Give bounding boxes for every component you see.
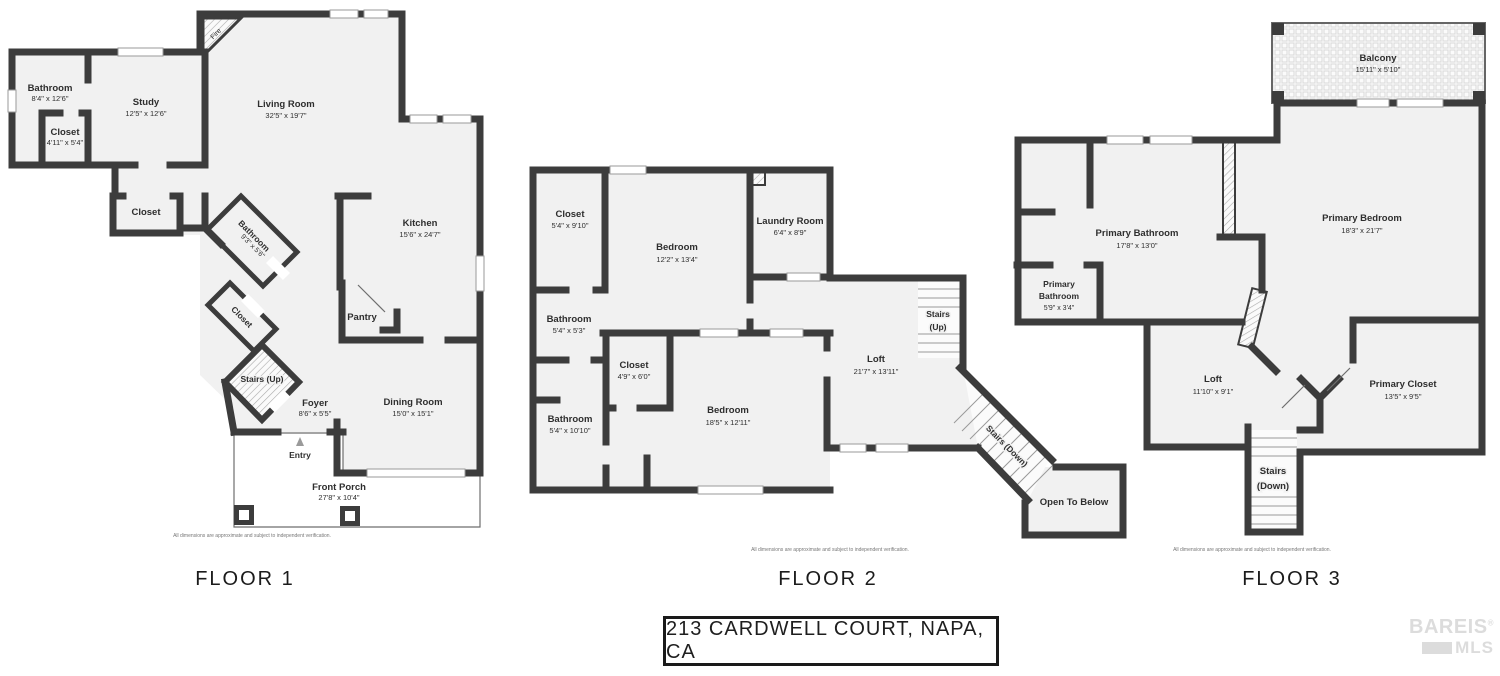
room-label: Bedroom	[656, 242, 698, 253]
stairs-up-area	[220, 340, 304, 425]
room-dims: 4'9" x 6'0"	[618, 372, 651, 381]
stairs-down-label: (Down)	[1257, 481, 1289, 492]
logo-name: BAREIS	[1409, 616, 1488, 638]
room-label: Bathroom	[547, 314, 592, 325]
stairs-up-label: Stairs (Up)	[241, 374, 284, 384]
chimney-flue	[1222, 141, 1236, 238]
room-dims: 15'6" x 24'7"	[399, 230, 440, 239]
room-dims: 11'10" x 9'1"	[1193, 387, 1234, 396]
room-label: Primary Bathroom	[1096, 228, 1179, 239]
floor1-caption: FLOOR 1	[195, 568, 295, 590]
room-label: Bathroom	[28, 83, 73, 94]
room-label: Loft	[1204, 374, 1223, 385]
room-label: Foyer	[302, 398, 328, 409]
room-dims: 17'8" x 13'0"	[1116, 241, 1157, 250]
room-dims: 32'5" x 19'7"	[265, 111, 306, 120]
room-label: Living Room	[257, 99, 315, 110]
floor2-caption: FLOOR 2	[778, 568, 878, 590]
balcony-post	[1473, 23, 1485, 35]
floor2-plan: Closet 5'4" x 9'10" Bedroom 12'2" x 13'4…	[529, 165, 1127, 553]
room-label: Closet	[619, 360, 649, 371]
room-dims: 6'4" x 8'9"	[774, 228, 807, 237]
room-label: Pantry	[347, 312, 377, 323]
room-dims: 18'5" x 12'11"	[706, 418, 751, 427]
balcony-post	[1272, 23, 1284, 35]
room-label: Bathroom	[548, 414, 593, 425]
room-label: Balcony	[1360, 53, 1398, 64]
bareis-mls-logo: BAREIS® MLS	[1408, 617, 1494, 656]
room-dims: 15'0" x 15'1"	[392, 409, 433, 418]
room-label: Primary Bedroom	[1322, 213, 1402, 224]
logo-reg-mark: ®	[1487, 618, 1494, 628]
entry-arrow-icon	[296, 437, 304, 446]
room-label: Primary Closet	[1369, 379, 1437, 390]
stairs-up-label: Stairs	[926, 309, 950, 319]
room-dims: 27'8" x 10'4"	[318, 493, 359, 502]
room-label: Dining Room	[383, 397, 442, 408]
room-dims: 5'4" x 9'10"	[552, 221, 589, 230]
room-dims: 8'4" x 12'6"	[32, 94, 69, 103]
room-dims: 13'5" x 9'5"	[1385, 392, 1422, 401]
room-dims: 18'3" x 21'7"	[1341, 226, 1382, 235]
stairs-down-label: Stairs	[1260, 466, 1286, 477]
room-dims: 15'11" x 5'10"	[1356, 65, 1401, 74]
room-dims: 5'9" x 3'4"	[1044, 305, 1075, 312]
room-label: Study	[133, 97, 160, 108]
stairs-down-area	[1251, 430, 1297, 530]
stairs-up-label: (Up)	[930, 322, 947, 332]
room-dims: 8'6" x 5'5"	[299, 409, 332, 418]
room-dims: 12'2" x 13'4"	[656, 255, 697, 264]
room-label: Front Porch	[312, 482, 366, 493]
floor3-caption: FLOOR 3	[1242, 568, 1342, 590]
room-label: Laundry Room	[756, 216, 823, 227]
room-label: Primary	[1043, 279, 1075, 289]
address-plate: 213 CARDWELL COURT, NAPA, CA	[663, 616, 999, 666]
room-dims: 5'4" x 5'3"	[553, 326, 586, 335]
room-dims: 5'4" x 10'10"	[549, 426, 590, 435]
floor3-plan: Balcony 15'11" x 5'10" Primary Bathroom …	[1013, 22, 1486, 553]
address-text: 213 CARDWELL COURT, NAPA, CA	[666, 618, 985, 663]
room-label: Bedroom	[707, 405, 749, 416]
room-dims: 12'5" x 12'6"	[125, 109, 166, 118]
logo-mls: MLS	[1455, 638, 1494, 657]
logo-bar	[1422, 641, 1453, 654]
water-heater-icon	[751, 171, 766, 186]
room-dims: 4'11" x 5'4"	[47, 138, 84, 147]
room-label: Closet	[50, 127, 80, 138]
room-dims: 21'7" x 13'11"	[854, 367, 899, 376]
disclaimer-text: All dimensions are approximate and subje…	[1173, 547, 1331, 553]
stairs-up-area	[918, 281, 960, 358]
closet-diag-area	[208, 283, 276, 351]
disclaimer-text: All dimensions are approximate and subje…	[751, 547, 909, 553]
balcony-area	[1271, 22, 1486, 104]
stairs-down-area	[953, 368, 1055, 500]
open-to-below-area	[1025, 467, 1123, 535]
room-label: Bathroom	[1039, 291, 1080, 301]
entry-label: Entry	[289, 450, 311, 460]
disclaimer-text: All dimensions are approximate and subje…	[173, 533, 331, 539]
room-label: Closet	[555, 209, 585, 220]
room-label: Closet	[131, 207, 161, 218]
room-label: Loft	[867, 354, 886, 365]
room-label: Kitchen	[403, 218, 438, 229]
floor1-plan: Bathroom 8'4" x 12'6" Closet 4'11" x 5'4…	[7, 9, 485, 539]
open-to-below-label: Open To Below	[1040, 497, 1109, 508]
